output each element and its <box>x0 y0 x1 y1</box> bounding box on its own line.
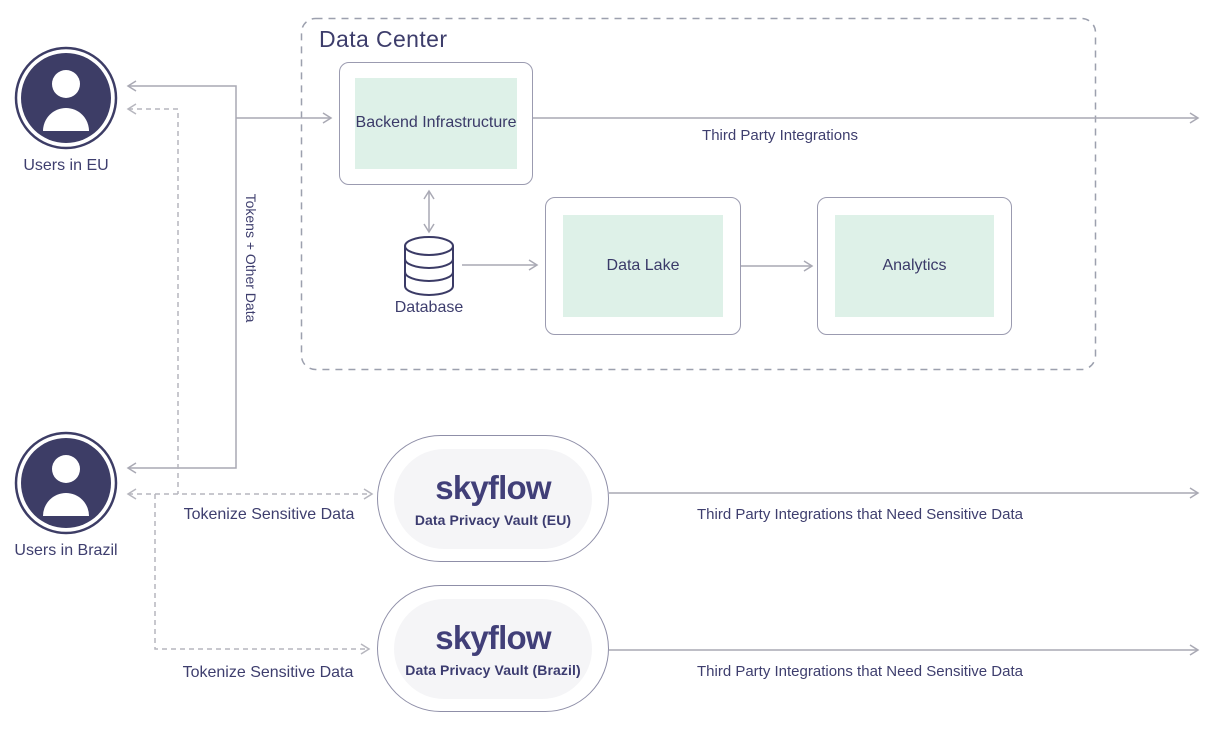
dashed-arrow-tokens-to-eu-user <box>126 103 179 494</box>
database-icon <box>404 236 454 296</box>
tokenize-sensitive-data-eu-label: Tokenize Sensitive Data <box>183 506 355 523</box>
data-lake-box: Data Lake <box>545 197 741 335</box>
arrow-database-to-data-lake <box>462 259 539 271</box>
brazil-users-icon <box>14 431 118 535</box>
analytics-box: Analytics <box>817 197 1012 335</box>
skyflow-vault-eu: skyflow Data Privacy Vault (EU) <box>377 435 609 562</box>
skyflow-vault-brazil-inner: skyflow Data Privacy Vault (Brazil) <box>394 598 592 699</box>
analytics-label: Analytics <box>835 215 994 317</box>
backend-infrastructure-box: Backend Infrastructure <box>339 62 533 185</box>
vault-brazil-label: Data Privacy Vault (Brazil) <box>405 662 581 678</box>
arrow-data-lake-to-analytics <box>741 260 814 272</box>
eu-users-label: Users in EU <box>23 157 109 174</box>
tokenize-sensitive-data-brazil-label: Tokenize Sensitive Data <box>182 664 354 681</box>
brazil-users-label: Users in Brazil <box>14 542 118 559</box>
third-party-sensitive-brazil-label: Third Party Integrations that Need Sensi… <box>696 663 1023 680</box>
dashed-arrow-users-to-eu-vault <box>126 488 374 500</box>
third-party-sensitive-eu-label: Third Party Integrations that Need Sensi… <box>696 506 1023 523</box>
skyflow-logo: skyflow <box>435 619 551 656</box>
tokens-other-data-label: Tokens + Other Data <box>243 193 259 323</box>
data-lake-label: Data Lake <box>563 215 723 317</box>
database-label: Database <box>394 299 464 316</box>
skyflow-vault-brazil: skyflow Data Privacy Vault (Brazil) <box>377 585 609 712</box>
arrow-brazil-vault-to-third-party <box>609 644 1200 656</box>
arrow-into-backend <box>236 112 333 124</box>
arrow-backend-to-users <box>126 80 237 474</box>
arrow-backend-database <box>423 189 435 234</box>
backend-infrastructure-label: Backend Infrastructure <box>355 78 517 169</box>
dashed-arrow-brazil-user-to-brazil-vault <box>154 494 371 655</box>
data-center-border <box>300 17 1097 371</box>
third-party-integrations-label: Third Party Integrations <box>702 127 858 144</box>
eu-users-icon <box>14 46 118 150</box>
data-center-title: Data Center <box>319 26 448 52</box>
skyflow-logo: skyflow <box>435 469 551 506</box>
arrow-eu-vault-to-third-party <box>609 487 1200 499</box>
skyflow-vault-eu-inner: skyflow Data Privacy Vault (EU) <box>394 448 592 549</box>
arrow-third-party-integrations <box>533 112 1200 124</box>
vault-eu-label: Data Privacy Vault (EU) <box>414 512 572 528</box>
